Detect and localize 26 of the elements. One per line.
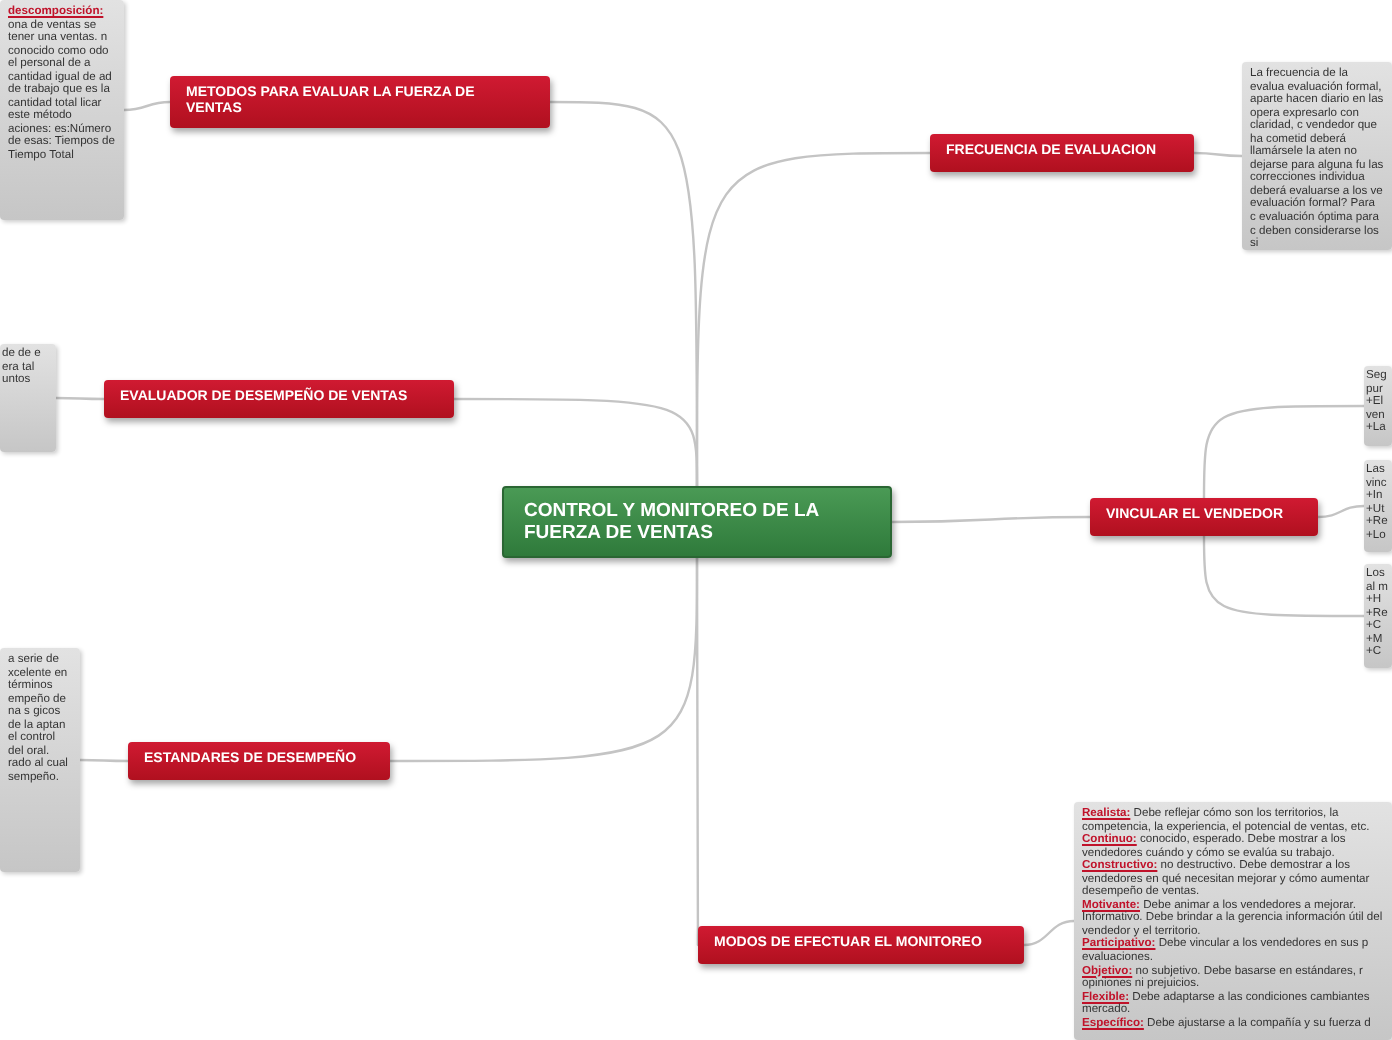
note-card (1364, 564, 1392, 668)
connector-line (1202, 536, 1364, 618)
topic-box (104, 380, 454, 418)
note-card (1074, 802, 1392, 1040)
note-card (0, 344, 56, 452)
topic-box (128, 742, 390, 780)
topic-label: CONTROL Y MONITOREO DE LA FUERZA DE VENTAS (524, 499, 821, 545)
note-card (1364, 460, 1392, 552)
connector-line (123, 100, 171, 112)
connector-line (1023, 919, 1075, 947)
topic-box (170, 76, 550, 128)
topic-box (1090, 498, 1318, 536)
connector-line (1194, 151, 1242, 158)
note-card (1364, 366, 1392, 446)
connector-line (1317, 504, 1365, 519)
topic-box (930, 134, 1194, 172)
connector-line (892, 515, 1090, 524)
connector-line (454, 397, 699, 486)
note-card (0, 648, 80, 872)
topic-box (698, 926, 1024, 964)
connector-line (56, 396, 104, 401)
central-topic-box (502, 486, 892, 558)
connector-line (80, 758, 128, 763)
connector-line (1202, 404, 1364, 498)
note-card (0, 0, 124, 220)
connector-line (695, 558, 700, 946)
